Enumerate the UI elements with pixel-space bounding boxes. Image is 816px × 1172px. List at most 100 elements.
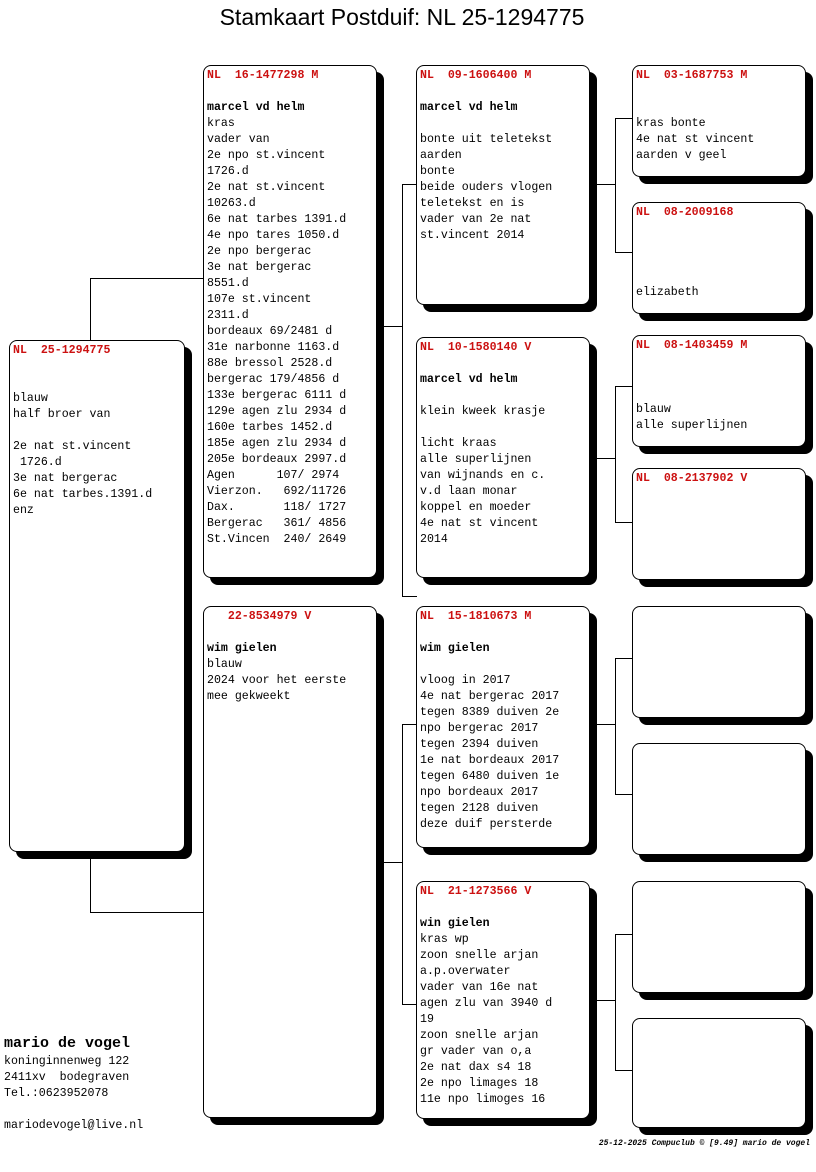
pigeon-note-line: 1726.d [207, 165, 249, 178]
pigeon-note-line [420, 657, 586, 673]
pigeon-note-line [420, 116, 586, 132]
pigeon-owner: marcel vd helm [207, 101, 305, 114]
pigeon-note-line: 6e nat tarbes.1391.d [13, 488, 153, 501]
pigeon-note-line: vader van [207, 133, 270, 146]
pigeon-note-line: 133e bergerac 6111 d [207, 389, 347, 402]
pedigree-card-sd-dam[interactable]: NL 08-2137902 V [632, 468, 806, 580]
pigeon-note-line: half broer van [13, 408, 111, 421]
pigeon-note-line: alle superlijnen [420, 453, 532, 466]
pigeon-note-line: agen zlu van 3940 d [420, 997, 553, 1010]
pigeon-note-line [420, 420, 586, 436]
pigeon-note-line: 10263.d [207, 197, 256, 210]
pigeon-note-line: blauw [13, 392, 48, 405]
pigeon-note-line: blauw [636, 403, 671, 416]
pigeon-note-line: tegen 8389 duiven 2e [420, 706, 560, 719]
pigeon-note-line: licht kraas [420, 437, 497, 450]
pigeon-note-line: Vierzon. 692/11726 [207, 485, 347, 498]
pigeon-note-line: zoon snelle arjan [420, 949, 539, 962]
pigeon-note-line: 2e nat dax s4 18 [420, 1061, 532, 1074]
connector-line [615, 794, 633, 795]
pedigree-card-sd-sire[interactable]: NL 08-1403459 M blauw alle superlijnen [632, 335, 806, 447]
pigeon-note-line: 88e bressol 2528.d [207, 357, 333, 370]
pigeon-note-line: 4e npo tares 1050.d [207, 229, 340, 242]
pigeon-note-line: 3e nat bergerac [13, 472, 118, 485]
pigeon-note-line [636, 100, 802, 116]
pigeon-note-line: tegen 2128 duiven [420, 802, 539, 815]
pigeon-note-line: 31e narbonne 1163.d [207, 341, 340, 354]
breeder-phone: Tel.:0623952078 [4, 1087, 109, 1100]
ring-number: 22-8534979 V [207, 610, 312, 623]
pedigree-card-empty [632, 881, 806, 993]
pigeon-note-line: 2311.d [207, 309, 249, 322]
pigeon-note-line: 4e nat st vincent [636, 133, 755, 146]
breeder-info: mario de vogel koninginnenweg 122 2411xv… [4, 1034, 143, 1134]
pigeon-note-line: v.d laan monar [420, 485, 518, 498]
pigeon-note-line [636, 370, 802, 386]
pigeon-note-line: st.vincent 2014 [420, 229, 525, 242]
connector-line [90, 278, 204, 279]
connector-line [615, 658, 633, 659]
pigeon-note-line: npo bergerac 2017 [420, 722, 539, 735]
pedigree-card-sire[interactable]: NL 16-1477298 M marcel vd helm kras vader v… [203, 65, 377, 578]
ring-number: NL 08-2009168 [636, 206, 734, 219]
pigeon-note-line: 2e nat st.vincent [207, 181, 326, 194]
connector-line [384, 862, 402, 863]
breeder-email[interactable]: mariodevogel@live.nl [4, 1119, 144, 1132]
pigeon-note-line: 129e agen zlu 2934 d [207, 405, 347, 418]
pigeon-note-line: aarden [420, 149, 462, 162]
pigeon-note-line: 2024 voor het eerste [207, 674, 347, 687]
pigeon-note-line: bordeaux 69/2481 d [207, 325, 333, 338]
pigeon-note-line: kras bonte [636, 117, 706, 130]
pigeon-note-line: 2e npo st.vincent [207, 149, 326, 162]
pedigree-card-sire-dam[interactable]: NL 10-1580140 V marcel vd helm klein kweek… [416, 337, 590, 578]
pigeon-note-line: alle superlijnen [636, 419, 748, 432]
connector-line [615, 1070, 633, 1071]
pigeon-note-line: beide ouders vlogen [420, 181, 553, 194]
ring-number: NL 08-1403459 M [636, 339, 748, 352]
ring-number: NL 16-1477298 M [207, 69, 319, 82]
pigeon-note-line [13, 423, 181, 439]
pigeon-note-line: kras wp [420, 933, 469, 946]
connector-line [615, 118, 633, 119]
connector-line [597, 458, 615, 459]
pigeon-note-line: 2014 [420, 533, 448, 546]
page-title: Stamkaart Postduif: NL 25-1294775 [219, 4, 585, 30]
pigeon-note-line: 11e npo limoges 16 [420, 1093, 546, 1106]
pigeon-owner: marcel vd helm [420, 373, 518, 386]
pigeon-note-line: 2e npo bergerac [207, 245, 312, 258]
pigeon-note-line: 6e nat tarbes 1391.d [207, 213, 347, 226]
pigeon-note-line [636, 253, 802, 269]
pigeon-note-line: klein kweek krasje [420, 405, 546, 418]
connector-line [597, 724, 615, 725]
pigeon-note-line: 185e agen zlu 2934 d [207, 437, 347, 450]
pigeon-note-line: 8551.d [207, 277, 249, 290]
pigeon-note-line: Dax. 118/ 1727 [207, 501, 347, 514]
pigeon-note-line: Agen 107/ 2974 [207, 469, 340, 482]
pigeon-note-line: St.Vincen 240/ 2649 [207, 533, 347, 546]
ring-number: NL 09-1606400 M [420, 69, 532, 82]
pigeon-note-line: vloog in 2017 [420, 674, 511, 687]
breeder-street: koninginnenweg 122 [4, 1055, 130, 1068]
breeder-name: mario de vogel [4, 1035, 131, 1052]
pigeon-note-line: 1726.d [13, 456, 62, 469]
pigeon-note-line [636, 269, 802, 285]
pigeon-owner: wim gielen [207, 642, 277, 655]
pedigree-card-empty [632, 606, 806, 718]
pigeon-note-line: 2e nat st.vincent [13, 440, 132, 453]
connector-line [615, 522, 633, 523]
pigeon-note-line: enz [13, 504, 34, 517]
pigeon-note-line: kras [207, 117, 235, 130]
ring-number: NL 10-1580140 V [420, 341, 532, 354]
connector-line [402, 184, 403, 596]
connector-line [615, 386, 633, 387]
connector-line [615, 386, 616, 522]
pigeon-note-line: tegen 6480 duiven 1e [420, 770, 560, 783]
connector-line [384, 326, 402, 327]
